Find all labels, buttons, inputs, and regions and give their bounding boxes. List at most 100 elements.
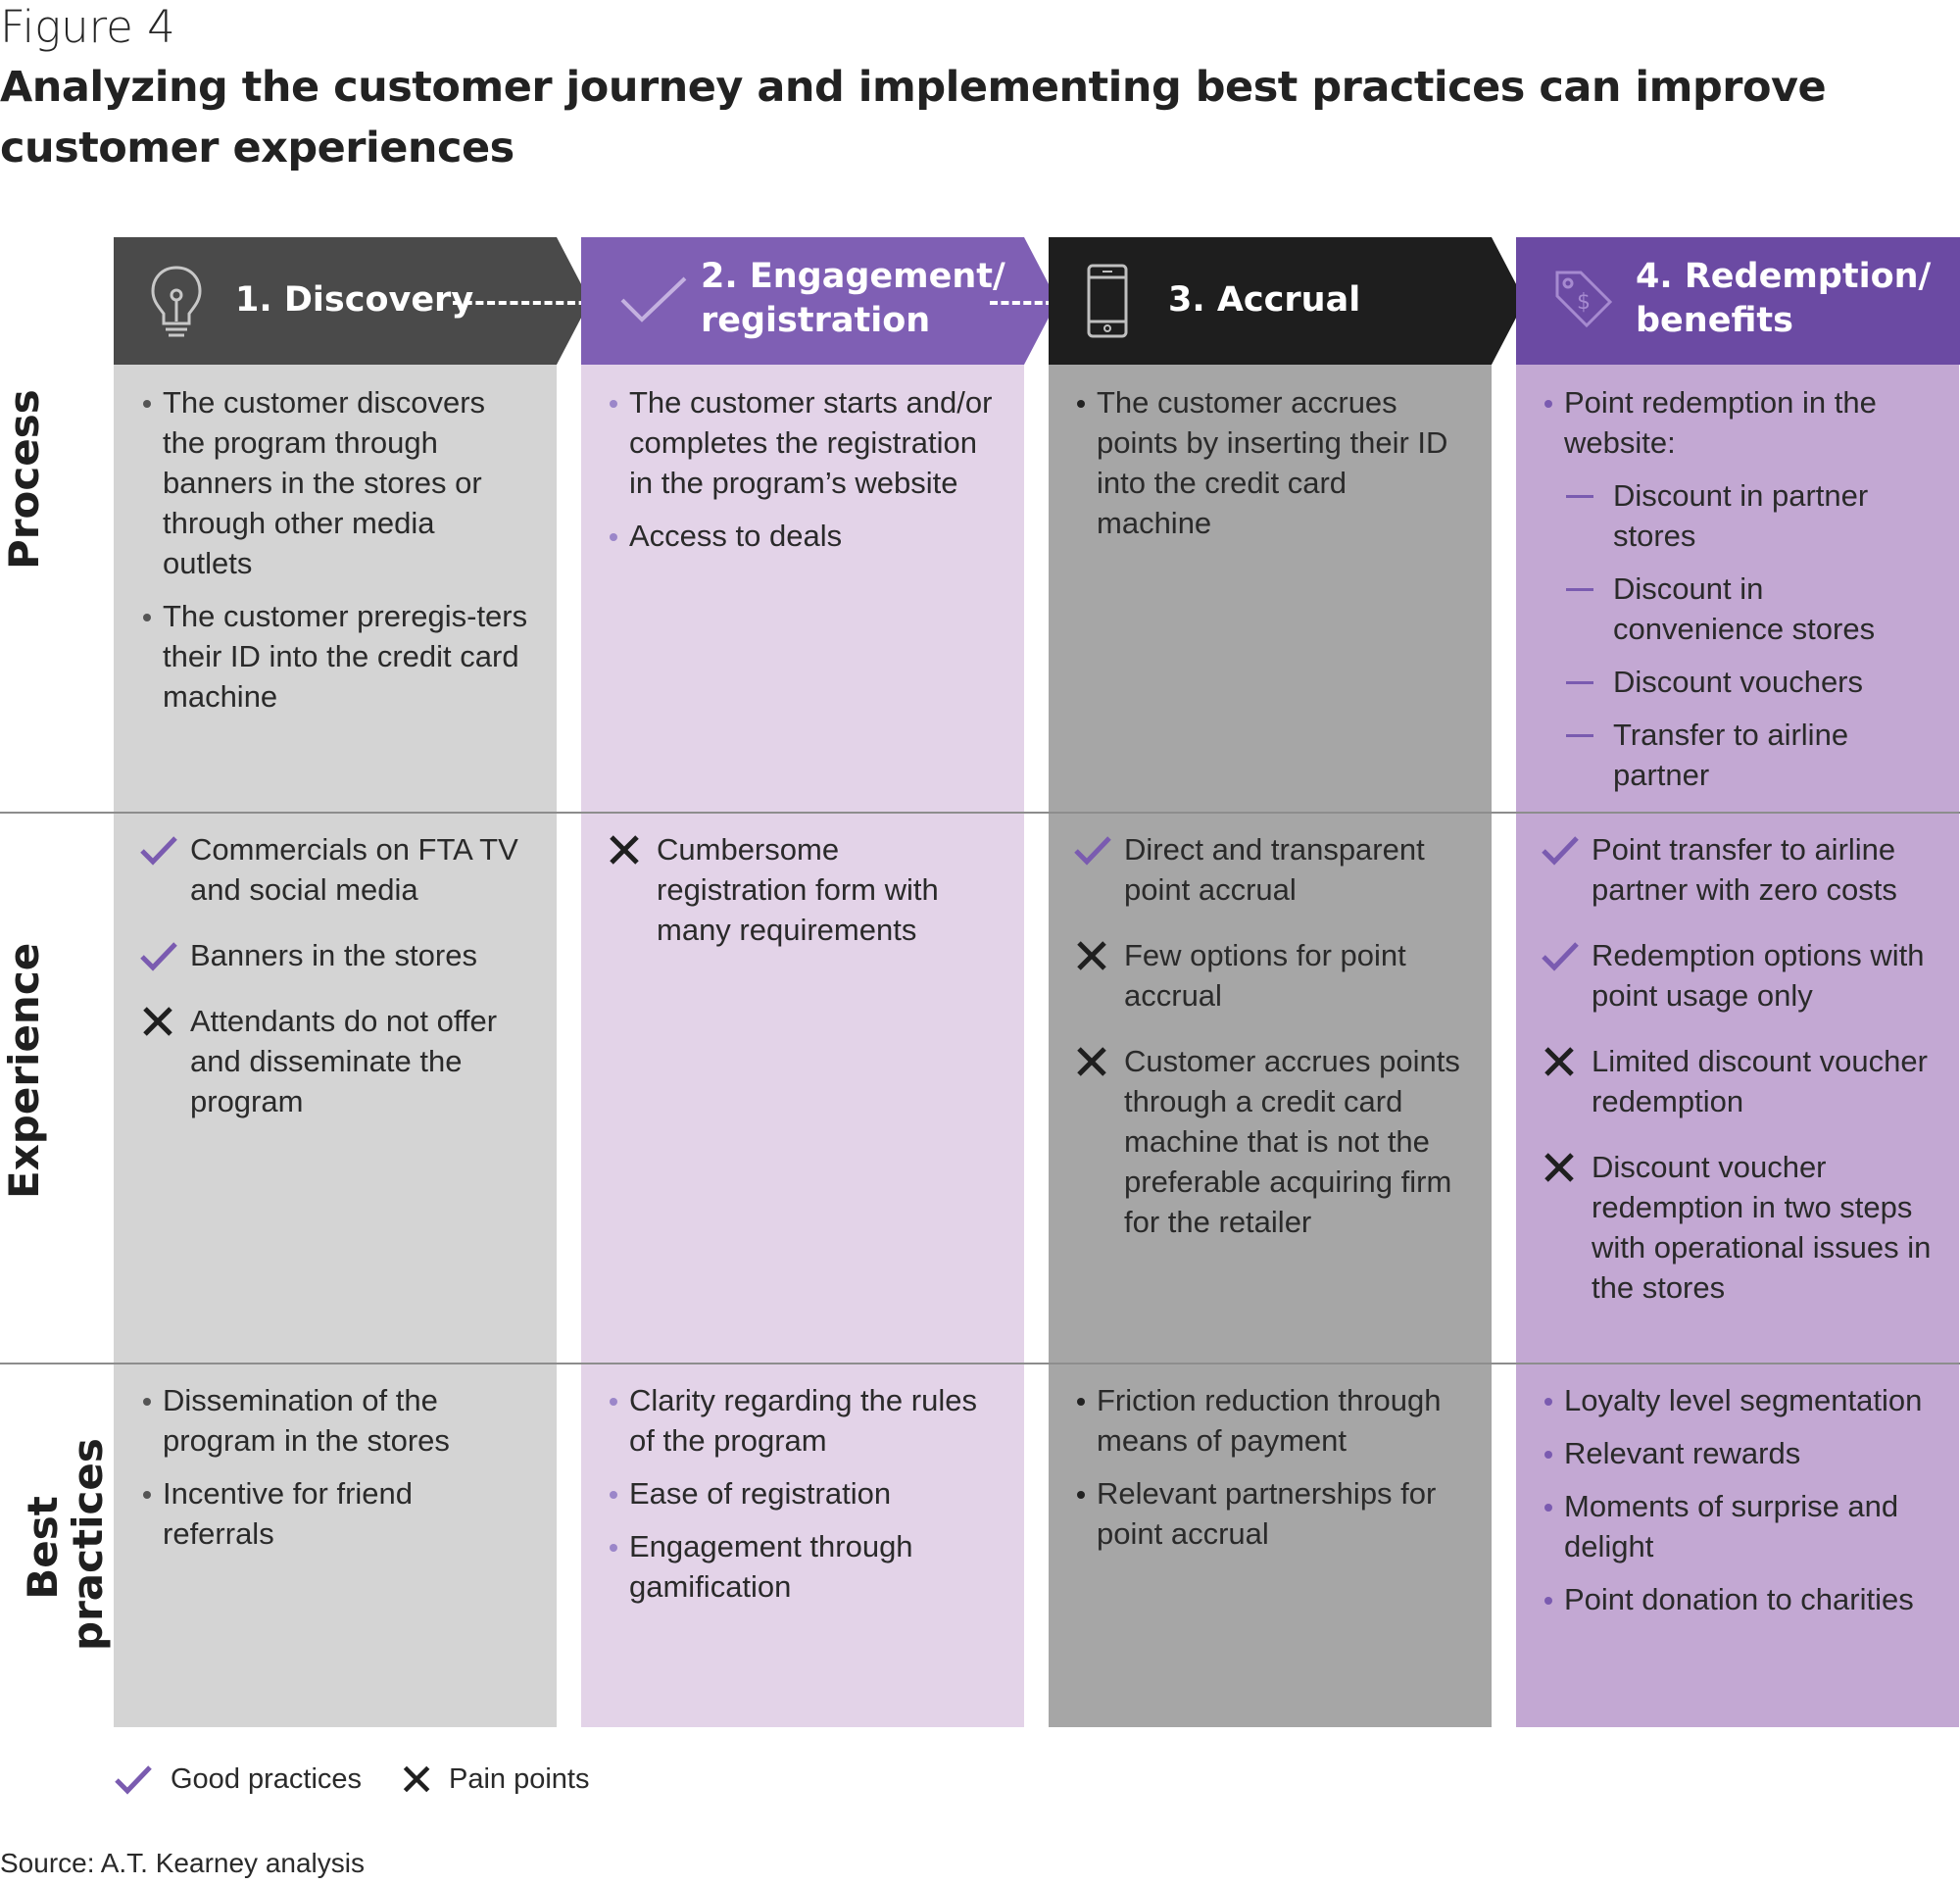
process-cell-engagement: The customer starts and/or completes the… xyxy=(606,382,998,569)
cross-icon xyxy=(1544,1047,1574,1076)
list-item: Access to deals xyxy=(606,516,998,556)
cross-icon xyxy=(1077,941,1106,970)
experience-item: Redemption options with point usage only xyxy=(1541,935,1942,1016)
experience-cell-redemption: Point transfer to airline partner with z… xyxy=(1541,829,1942,1333)
sub-list-item: Discount in partner stores xyxy=(1541,475,1942,556)
header-arrow-accrual xyxy=(1049,237,1525,365)
experience-item: Cumbersome registration form with many r… xyxy=(606,829,998,950)
process-cell-redemption: Point redemption in the website: Discoun… xyxy=(1541,382,1942,808)
experience-cell-engagement: Cumbersome registration form with many r… xyxy=(606,829,998,975)
experience-item: Direct and transparent point accrual xyxy=(1073,829,1475,910)
list-item-text: Point donation to charities xyxy=(1564,1582,1914,1616)
stage-title-accrual: 3. Accrual xyxy=(1168,280,1361,320)
sub-list-item-text: Discount vouchers xyxy=(1613,665,1864,699)
sub-list-item-text: Discount in convenience stores xyxy=(1613,571,1876,646)
list-item-text: Point redemption in the website: xyxy=(1564,385,1877,460)
legend-pain-label: Pain points xyxy=(449,1763,590,1795)
experience-item-text: Banners in the stores xyxy=(190,938,477,972)
check-icon xyxy=(140,942,177,971)
list-item-text: Incentive for friend referrals xyxy=(163,1476,414,1551)
experience-item: Customer accrues points through a credit… xyxy=(1073,1041,1475,1242)
best-practices-cell-redemption: Loyalty level segmentation Relevant rewa… xyxy=(1541,1380,1933,1632)
stage-title-engagement-line1: 2. Engagement/ xyxy=(701,257,1005,296)
mobile-phone-icon xyxy=(1087,264,1128,338)
list-item-text: The customer discovers the program throu… xyxy=(163,385,486,580)
check-icon xyxy=(1074,836,1111,866)
list-item-text: Moments of surprise and delight xyxy=(1564,1489,1899,1563)
list-item-text: Dissemination of the program in the stor… xyxy=(163,1383,450,1458)
list-item-text: Relevant rewards xyxy=(1564,1436,1801,1470)
accrual-column-bg xyxy=(1049,365,1492,1727)
header-arrow-discovery xyxy=(114,237,590,365)
stage-header-discovery: 1. Discovery xyxy=(114,237,594,365)
experience-item-text: Direct and transparent point accrual xyxy=(1124,832,1425,907)
sub-list-item: Transfer to airline partner xyxy=(1541,715,1942,795)
list-item: Relevant partnerships for point accrual xyxy=(1073,1473,1465,1554)
cross-icon xyxy=(1544,1153,1574,1182)
list-item: Dissemination of the program in the stor… xyxy=(139,1380,531,1461)
experience-item: Banners in the stores xyxy=(139,935,531,975)
list-item: Friction reduction through means of paym… xyxy=(1073,1380,1465,1461)
engagement-column-bg xyxy=(581,365,1024,1727)
stage-title-discovery: 1. Discovery xyxy=(235,280,474,320)
list-item-text: Loyalty level segmentation xyxy=(1564,1383,1923,1417)
experience-item: Limited discount voucher redemption xyxy=(1541,1041,1942,1121)
list-item-text: Relevant partnerships for point accrual xyxy=(1097,1476,1437,1551)
stage-title-engagement-line2: registration xyxy=(701,301,931,340)
row-label-best-practices-text: Best practices xyxy=(19,1438,112,1651)
process-cell-accrual: The customer accrues points by inserting… xyxy=(1073,382,1465,556)
experience-item: Few options for point accrual xyxy=(1073,935,1475,1016)
list-item: The customer starts and/or completes the… xyxy=(606,382,998,503)
row-label-process: Process xyxy=(0,389,48,570)
row-label-best-practices: Best practices xyxy=(19,1438,112,1651)
list-item-text: Clarity regarding the rules of the progr… xyxy=(629,1383,977,1458)
experience-item-text: Discount voucher redemption in two steps… xyxy=(1592,1150,1932,1305)
stage-title-redemption-line1: 4. Redemption/ xyxy=(1636,257,1932,296)
experience-item: Point transfer to airline partner with z… xyxy=(1541,829,1942,910)
cross-icon xyxy=(403,1765,430,1793)
source-note: Source: A.T. Kearney analysis xyxy=(0,1848,365,1878)
experience-cell-discovery: Commercials on FTA TV and social media B… xyxy=(139,829,531,1147)
check-icon xyxy=(1542,942,1579,971)
list-item-text: Friction reduction through means of paym… xyxy=(1097,1383,1442,1458)
list-item: The customer accrues points by inserting… xyxy=(1073,382,1465,543)
experience-cell-accrual: Direct and transparent point accrual Few… xyxy=(1073,829,1475,1267)
list-item-text: Ease of registration xyxy=(629,1476,892,1511)
list-item: Loyalty level segmentation xyxy=(1541,1380,1933,1420)
experience-item-text: Few options for point accrual xyxy=(1124,938,1406,1013)
best-practices-cell-accrual: Friction reduction through means of paym… xyxy=(1073,1380,1465,1566)
experience-item-text: Point transfer to airline partner with z… xyxy=(1592,832,1897,907)
cross-icon xyxy=(1077,1047,1106,1076)
list-item: Engagement through gamification xyxy=(606,1526,998,1607)
list-item: The customer discovers the program throu… xyxy=(139,382,531,583)
cross-icon xyxy=(143,1007,172,1036)
legend-good-label: Good practices xyxy=(171,1763,363,1795)
stage-header-accrual: 3. Accrual xyxy=(1049,237,1529,365)
dotted-connector-2 xyxy=(990,301,1076,305)
experience-item-text: Customer accrues points through a credit… xyxy=(1124,1044,1460,1239)
cross-icon xyxy=(610,835,639,865)
list-item-text: The customer accrues points by inserting… xyxy=(1097,385,1448,540)
experience-item: Attendants do not offer and disseminate … xyxy=(139,1001,531,1121)
check-icon xyxy=(1542,836,1579,866)
experience-item: Discount voucher redemption in two steps… xyxy=(1541,1147,1942,1308)
list-item: Point donation to charities xyxy=(1541,1579,1933,1619)
dotted-connector-1 xyxy=(453,301,610,305)
check-icon xyxy=(140,836,177,866)
svg-text:$: $ xyxy=(1577,290,1591,315)
figure-label: Figure 4 xyxy=(0,1,175,53)
header-arrow-engagement xyxy=(581,237,1057,365)
price-tag-icon: $ xyxy=(1555,271,1613,328)
sub-list-item-text: Transfer to airline partner xyxy=(1613,718,1849,792)
checkmark-icon xyxy=(620,276,687,322)
list-item: Incentive for friend referrals xyxy=(139,1473,531,1554)
list-item-text: The customer starts and/or completes the… xyxy=(629,385,993,500)
list-item: Relevant rewards xyxy=(1541,1433,1933,1473)
best-practices-cell-discovery: Dissemination of the program in the stor… xyxy=(139,1380,531,1566)
list-item-text: Access to deals xyxy=(629,519,843,553)
experience-item-text: Limited discount voucher redemption xyxy=(1592,1044,1928,1118)
experience-item-text: Commercials on FTA TV and social media xyxy=(190,832,518,907)
experience-item: Commercials on FTA TV and social media xyxy=(139,829,531,910)
list-item: Point redemption in the website: xyxy=(1541,382,1942,463)
row-label-experience: Experience xyxy=(0,942,48,1199)
